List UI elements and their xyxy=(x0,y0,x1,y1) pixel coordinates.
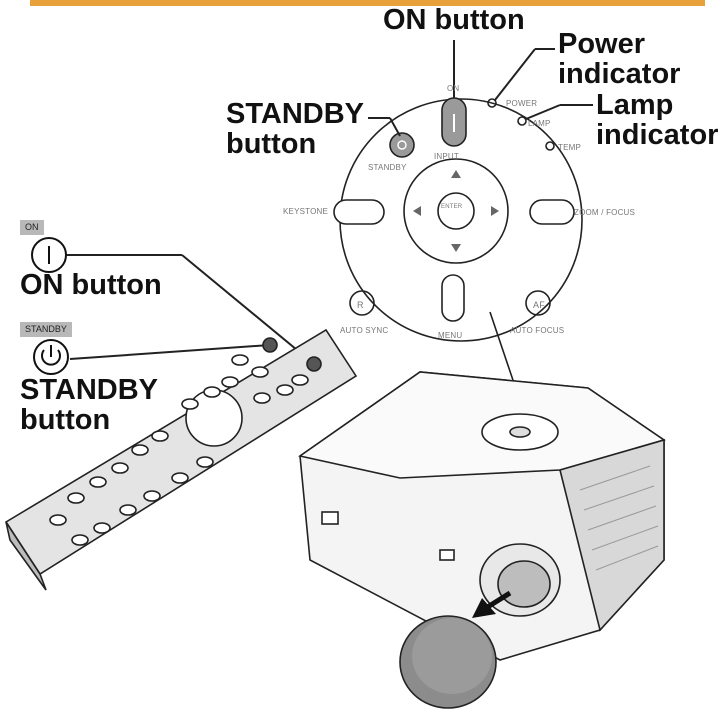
left-arrow-icon xyxy=(413,206,421,216)
lens-cap-face xyxy=(412,618,492,694)
on-button-callout: ON button xyxy=(383,4,525,36)
panel-label-r: R xyxy=(357,300,364,310)
right-arrow-icon xyxy=(491,206,499,216)
direction-pad[interactable] xyxy=(403,158,509,264)
projector xyxy=(298,371,666,661)
remote-standby-callout-line2: button xyxy=(20,403,111,436)
keystone-button[interactable] xyxy=(333,199,385,225)
panel-label-standby: STANDBY xyxy=(368,163,407,172)
arrow-icon xyxy=(472,590,512,618)
lamp-callout-line1: Lamp xyxy=(596,89,674,121)
lamp-indicator-callout: Lamp indicator xyxy=(596,89,719,151)
panel-label-auto-sync: AUTO SYNC xyxy=(340,326,389,335)
panel-label-enter: ENTER xyxy=(441,204,463,210)
leader-on-left-b xyxy=(181,254,315,365)
remote-standby-button[interactable] xyxy=(262,337,278,353)
remote-dpad[interactable] xyxy=(185,389,243,447)
power-callout-line2: indicator xyxy=(558,57,681,90)
lens-cap xyxy=(399,615,497,709)
menu-button[interactable] xyxy=(441,274,465,322)
panel-standby-button[interactable] xyxy=(389,132,415,158)
panel-label-input: INPUT xyxy=(434,152,459,161)
panel-standby-icon xyxy=(397,140,407,150)
top-accent-rule xyxy=(30,0,705,6)
up-arrow-icon xyxy=(451,170,461,178)
leader-standby-left xyxy=(69,344,271,360)
remote-on-button-callout: ON button xyxy=(20,269,162,301)
panel-label-auto-focus: AUTO FOCUS xyxy=(510,326,565,335)
remote-keys xyxy=(49,354,309,546)
power-indicator-lamp xyxy=(487,98,497,108)
projector-panel-center xyxy=(509,426,531,438)
projector-sensor xyxy=(439,549,455,561)
panel-label-lamp: LAMP xyxy=(528,119,551,128)
lamp-indicator-lamp xyxy=(517,116,527,126)
panel-label-zoom-focus: ZOOM / FOCUS xyxy=(574,208,636,217)
panel-label-on: ON xyxy=(447,84,460,93)
standby-callout-line2: button xyxy=(226,127,317,160)
auto-focus-button[interactable] xyxy=(525,290,551,316)
projector-vents xyxy=(579,465,659,571)
standby-power-icon xyxy=(41,349,61,366)
projector-port xyxy=(321,511,339,525)
panel-label-power: POWER xyxy=(506,99,538,108)
down-arrow-icon xyxy=(451,244,461,252)
remote-standby-callout-line1: STANDBY xyxy=(20,374,159,406)
leader-power-b xyxy=(494,48,536,101)
lamp-callout-line2: indicator xyxy=(596,118,719,151)
standby-button-callout: STANDBY button xyxy=(226,98,365,160)
auto-sync-button[interactable] xyxy=(349,290,375,316)
projector-lens xyxy=(497,560,551,608)
remote-symbols xyxy=(31,237,69,375)
standby-symbol-frame xyxy=(33,339,69,375)
remote-on-button[interactable] xyxy=(306,356,322,372)
remote-on-tag: ON xyxy=(20,220,44,235)
leader-standby-b xyxy=(389,117,401,137)
on-symbol-frame xyxy=(31,237,67,273)
standby-callout-line1: STANDBY xyxy=(226,98,365,130)
leader-lines xyxy=(66,40,593,365)
remote-standby-tag: STANDBY xyxy=(20,322,72,337)
power-indicator-callout: Power indicator xyxy=(558,28,681,90)
panel-label-menu: MENU xyxy=(438,331,463,340)
temp-indicator-lamp xyxy=(545,141,555,151)
remote-body xyxy=(4,328,358,576)
remote-control xyxy=(4,328,358,591)
remote-standby-button-callout: STANDBY button xyxy=(20,374,159,436)
panel-label-af: AF xyxy=(533,300,545,310)
leader-lamp-b xyxy=(525,104,561,120)
zoom-focus-button[interactable] xyxy=(529,199,575,225)
remote-edge xyxy=(5,521,47,591)
panel-label-keystone: KEYSTONE xyxy=(283,207,329,216)
enter-button[interactable] xyxy=(437,192,475,230)
power-callout-line1: Power xyxy=(558,28,646,60)
panel-label-temp: TEMP xyxy=(558,143,582,152)
